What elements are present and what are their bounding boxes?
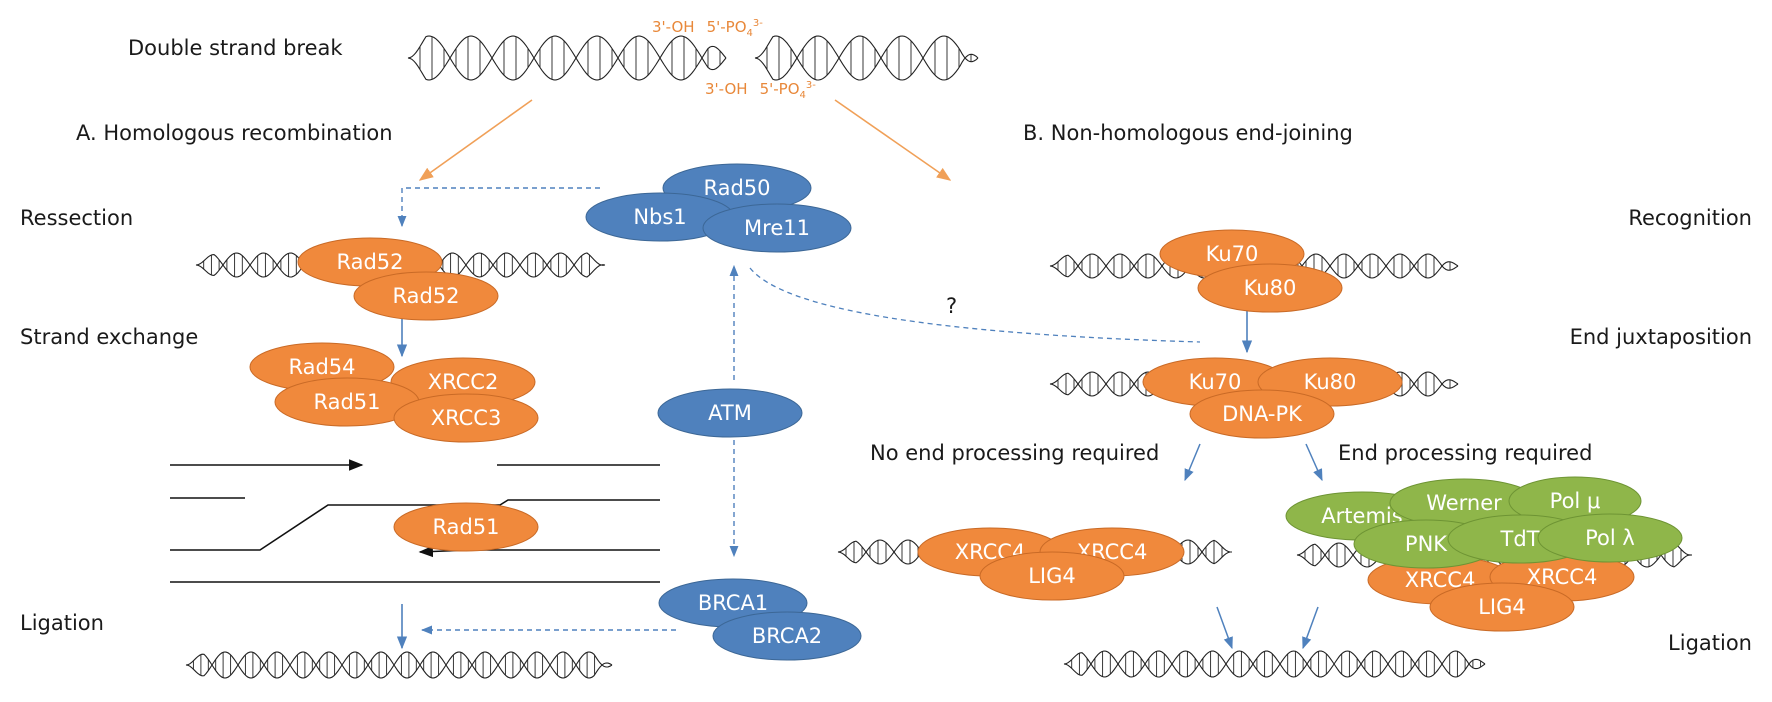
svg-text:XRCC3: XRCC3 bbox=[431, 406, 502, 430]
nhej-arrow-no-processing bbox=[1184, 443, 1201, 482]
svg-text:PNK: PNK bbox=[1405, 532, 1448, 556]
svg-text:LIG4: LIG4 bbox=[1028, 564, 1076, 588]
dsb-dna-left bbox=[407, 35, 727, 81]
protein-pol-lambda: Pol λ bbox=[1537, 513, 1683, 563]
step-strand-exchange: Strand exchange bbox=[20, 325, 198, 349]
end-processing-label: End processing required bbox=[1338, 441, 1592, 465]
svg-text:Ku70: Ku70 bbox=[1206, 242, 1259, 266]
protein-lig4-b: LIG4 bbox=[1429, 582, 1575, 632]
hr-ligation-dna bbox=[185, 651, 613, 679]
nhej-ligation-dna bbox=[1063, 650, 1486, 678]
protein-rad52-b: Rad52 bbox=[353, 271, 499, 321]
protein-dna-pk: DNA-PK bbox=[1189, 389, 1335, 439]
svg-text:Rad52: Rad52 bbox=[392, 284, 459, 308]
protein-ku80-recognition: Ku80 bbox=[1197, 263, 1343, 313]
svg-text:Rad54: Rad54 bbox=[288, 355, 355, 379]
svg-text:ATM: ATM bbox=[708, 401, 752, 425]
svg-text:Rad50: Rad50 bbox=[703, 176, 770, 200]
mrn-to-ku-connector bbox=[749, 267, 1201, 343]
protein-rad51-strand: Rad51 bbox=[393, 502, 539, 552]
step-ligation-nhej: Ligation bbox=[1668, 631, 1752, 655]
svg-text:Nbs1: Nbs1 bbox=[633, 205, 686, 229]
svg-text:Ku80: Ku80 bbox=[1244, 276, 1297, 300]
arrow-to-hr bbox=[418, 99, 533, 181]
step-ligation-hr: Ligation bbox=[20, 611, 104, 635]
svg-text:Werner: Werner bbox=[1426, 491, 1502, 515]
svg-text:Ku70: Ku70 bbox=[1189, 370, 1242, 394]
svg-text:LIG4: LIG4 bbox=[1478, 595, 1526, 619]
protein-xrcc3: XRCC3 bbox=[393, 393, 539, 443]
svg-text:Mre11: Mre11 bbox=[744, 216, 810, 240]
hr-title: A. Homologous recombination bbox=[76, 121, 393, 145]
protein-brca2: BRCA2 bbox=[712, 611, 862, 661]
dsb-title: Double strand break bbox=[128, 36, 343, 60]
svg-text:XRCC4: XRCC4 bbox=[1527, 565, 1598, 589]
svg-text:DNA-PK: DNA-PK bbox=[1222, 402, 1303, 426]
svg-text:Rad52: Rad52 bbox=[336, 250, 403, 274]
step-resection: Ressection bbox=[20, 206, 133, 230]
step-recognition: Recognition bbox=[1628, 206, 1752, 230]
svg-text:Ku80: Ku80 bbox=[1304, 370, 1357, 394]
arrow-to-nhej bbox=[834, 99, 952, 181]
protein-lig4-a: LIG4 bbox=[979, 551, 1125, 601]
protein-atm: ATM bbox=[657, 388, 803, 438]
nhej-arrow-processing bbox=[1305, 443, 1323, 482]
nhej-ligation-arrow-right bbox=[1302, 606, 1319, 650]
svg-text:XRCC2: XRCC2 bbox=[428, 370, 499, 394]
dsb-dna-right bbox=[754, 35, 979, 81]
protein-mre11: Mre11 bbox=[702, 203, 852, 253]
protein-rad51: Rad51 bbox=[274, 377, 420, 427]
step-end-juxtaposition: End juxtaposition bbox=[1570, 325, 1752, 349]
no-end-processing-label: No end processing required bbox=[870, 441, 1159, 465]
svg-text:Pol λ: Pol λ bbox=[1585, 526, 1635, 550]
protein-pol-mu: Pol μ bbox=[1508, 476, 1642, 526]
protein-nbs1: Nbs1 bbox=[585, 192, 735, 242]
svg-text:Pol μ: Pol μ bbox=[1550, 489, 1601, 513]
mrn-to-resection-connector bbox=[397, 187, 600, 228]
unknown-link-question: ? bbox=[946, 294, 957, 318]
svg-text:Rad51: Rad51 bbox=[313, 390, 380, 414]
nhej-ligation-arrow-left bbox=[1216, 606, 1233, 650]
svg-text:TdT: TdT bbox=[1500, 527, 1540, 551]
svg-text:BRCA1: BRCA1 bbox=[698, 591, 768, 615]
svg-text:BRCA2: BRCA2 bbox=[752, 624, 822, 648]
nhej-title: B. Non-homologous end-joining bbox=[1023, 121, 1353, 145]
svg-text:Rad51: Rad51 bbox=[432, 515, 499, 539]
